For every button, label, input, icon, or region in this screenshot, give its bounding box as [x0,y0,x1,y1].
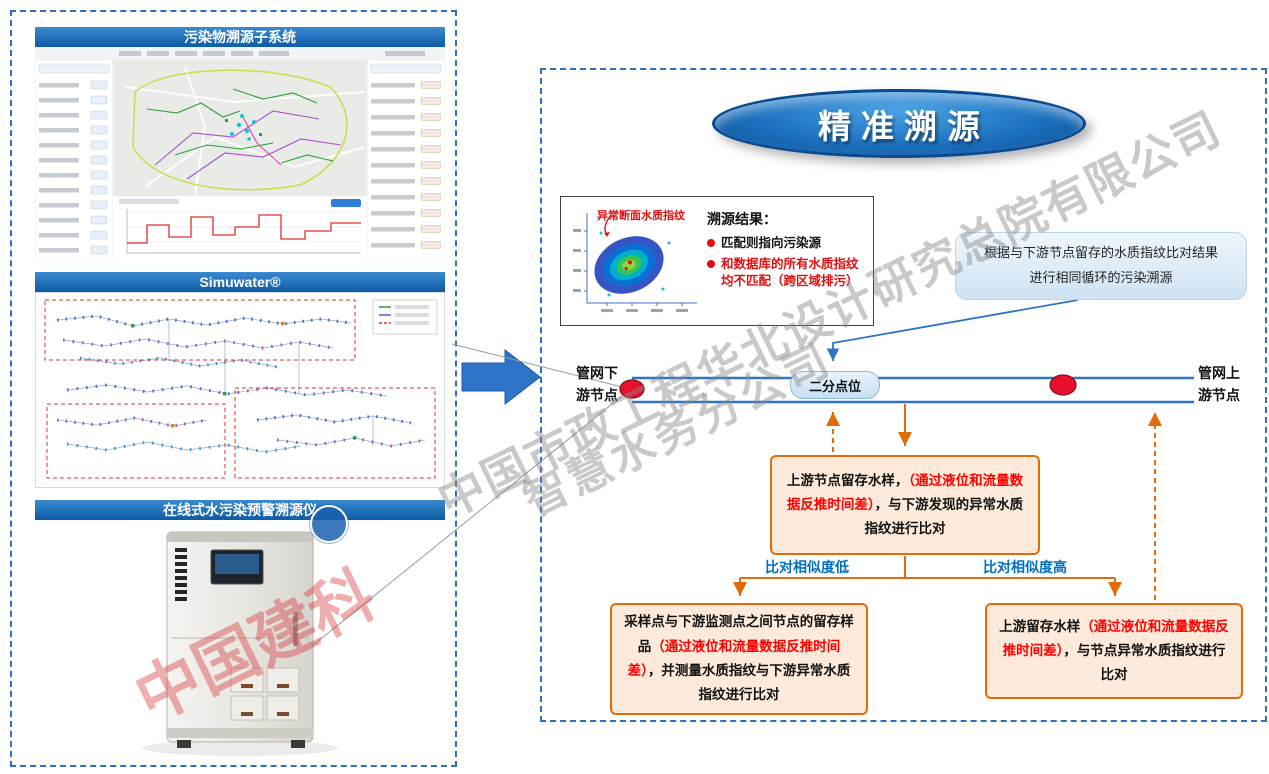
network-model-graphic [35,292,445,488]
compare-box-part1: 上游节点留存水样， [786,472,909,488]
instrument-photo [35,520,445,760]
compare-box: 上游节点留存水样，（通过液位和流量数据反推时间差），与下游发现的异常水质指纹进行… [770,455,1040,555]
right-flow-frame [540,68,1267,722]
subsystem-panel-title: 污染物溯源子系统 [184,29,296,45]
result-bullet-1-text: 匹配则指向污染源 [721,236,822,250]
bullet-icon [707,259,715,268]
result-bullet-1: 匹配则指向污染源 [707,235,867,252]
fingerprint-plot [573,213,697,312]
diagram-title-badge: 精准溯源 [712,89,1086,158]
simuwater-screenshot [35,292,445,488]
sample-box-part3: ，并测量水质指纹与下游异常水质指纹进行比对 [647,663,851,703]
result-heading: 溯源结果： [707,211,777,227]
result-bullet-2: 和数据库的所有水质指纹均不匹配（跨区域排污） [707,256,867,290]
compare-box-part2: （通过液位和流量数据反推时间差） [786,472,1024,512]
loop-box-line2: 进行相同循环的污染溯源 [1029,270,1173,285]
downstream-node-label: 管网下游节点 [576,365,618,404]
upstream-box-part3: ，与节点异常水质指纹进行比对 [1063,642,1226,683]
sample-box-part2: （通过液位和流量数据反推时间差） [627,638,841,678]
instrument-cabinet-graphic [142,531,338,756]
plot-label: 异常断面水质指纹 [597,210,685,222]
instrument-panel-header: 在线式水污染预警溯源仪 [35,500,445,520]
upstream-box-part1: 上游留存水样 [999,618,1081,634]
transition-arrow-icon [461,348,541,406]
trace-result-text: 溯源结果： 匹配则指向污染源 和数据库的所有水质指纹均不匹配（跨区域排污） [707,209,867,294]
bisect-point-box: 二分点位 [790,371,880,399]
instrument-panel-title: 在线式水污染预警溯源仪 [163,502,317,518]
loop-compare-box: 根据与下游节点留存的水质指纹比对结果 进行相同循环的污染溯源 [955,232,1247,300]
sample-compare-box: 采样点与下游监测点之间节点的留存样品（通过液位和流量数据反推时间差），并测量水质… [610,603,868,715]
trace-result-box: 异常断面水质指纹 溯源结果： 匹配则指向污染源 和数据库的所有水质指纹均不匹配（… [560,196,874,326]
sample-box-part1: 采样点与下游监测点之间节点的留存样品 [624,614,854,654]
upstream-box-part2: （通过液位和流量数据反推时间差） [1002,618,1229,658]
loop-box-line1: 根据与下游节点留存的水质指纹比对结果 [983,245,1218,261]
subsystem-panel-header: 污染物溯源子系统 [35,27,445,47]
compare-box-part3: ，与下游发现的异常水质指纹进行比对 [864,496,1024,537]
bisect-point-label: 二分点位 [808,378,861,394]
simuwater-panel-title: Simuwater® [199,274,281,290]
result-bullet-2-text: 和数据库的所有水质指纹均不匹配（跨区域排污） [721,256,859,288]
upstream-node-label: 管网上游节点 [1198,365,1240,404]
branch-low-label: 比对相似度低 [765,559,849,575]
subsystem-screenshot [35,47,445,259]
upstream-compare-box: 上游留存水样（通过液位和流量数据反推时间差），与节点异常水质指纹进行比对 [985,603,1243,699]
branch-high-label: 比对相似度高 [983,559,1067,575]
left-tools-frame [10,10,457,767]
bullet-icon [707,239,715,247]
diagram-title: 精准溯源 [818,109,990,146]
simuwater-panel-header: Simuwater® [35,272,445,292]
gis-map-screenshot-graphic [35,47,445,259]
